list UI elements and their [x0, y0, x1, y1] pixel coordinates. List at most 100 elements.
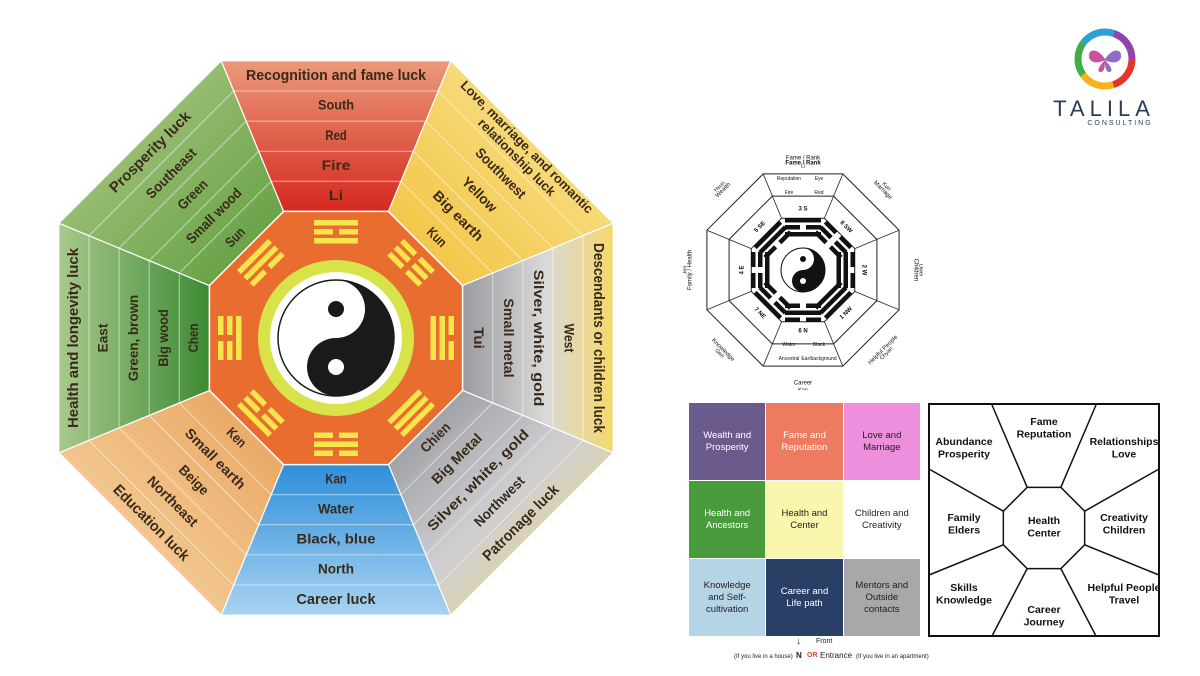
band-divider [425, 120, 554, 249]
grid-cell-3: Health and Ancestors [687, 480, 767, 559]
footer-or: OR [807, 652, 818, 659]
footer-front: Front [816, 638, 833, 645]
grid-cell-label: Career and Life path [780, 585, 829, 609]
grid-cell-label: Mentors and Outside contacts [855, 579, 909, 615]
small-sub-top: Fame / Rank [785, 161, 821, 167]
small-num-left: 4 E [740, 265, 746, 274]
oct-map-frame [928, 403, 1160, 637]
small-num-top_left: 5 SE [754, 221, 767, 234]
footer-entrance: Entrance [820, 651, 853, 660]
small-d-bottom: Black [813, 342, 826, 348]
big-label-left-0: Health and longevity luck [65, 247, 82, 428]
big-label-left-1: East [95, 323, 111, 352]
big-label-top-1: South [318, 97, 354, 113]
oct-map-spoke [1060, 568, 1097, 637]
footer-apartment: (If you live in an apartment) [856, 654, 929, 660]
grid-cell-7: Career and Life path [765, 558, 844, 637]
footer-house: (If you live in a house) [734, 654, 793, 660]
footer-arrow-icon: ↓ [796, 636, 801, 647]
band-divider [425, 427, 554, 556]
logo-name: TALILA [1053, 96, 1155, 121]
band-divider [88, 439, 235, 586]
small-trigram-right [836, 252, 855, 288]
small-title-bottom_right: Helpful People [867, 334, 899, 366]
small-sub-top_right: Kun [881, 181, 892, 192]
small-b-bottom: Ear/background [801, 356, 837, 362]
big-label-left-4: Chen [185, 324, 201, 353]
band-divider [148, 150, 259, 261]
big-label-top-2: Red [325, 127, 347, 143]
grid-cell-label: Fame and Reputation [781, 429, 828, 453]
big-label-bottom-2: Black, blue [296, 531, 375, 547]
grid-footer: ↓ Front (If you live in a house) N OR En… [690, 636, 930, 664]
big-label-top-4: Li [329, 187, 343, 203]
band-divider [88, 90, 235, 237]
small-sub-top: Li [801, 163, 805, 169]
small-sub-left: Jen [683, 266, 688, 275]
small-a-top: Reputation [777, 176, 801, 182]
small-sub-right: Dwei [918, 264, 923, 276]
small-num-bottom_left: 7 NE [753, 307, 767, 321]
oct-map-spoke [1060, 404, 1097, 488]
big-label-right-2: Silver, white, gold [531, 270, 547, 407]
small-num-bottom_right: 1 NW [839, 306, 854, 321]
small-num-bottom: 6 N [798, 329, 807, 335]
band-divider [437, 90, 584, 237]
trigram-bottom_right [387, 389, 435, 437]
small-num-top: 3 S [798, 207, 807, 213]
band-divider [178, 402, 272, 496]
band-divider [178, 180, 272, 274]
oct-map-spoke [1084, 468, 1160, 512]
big-label-right-4: Tui [471, 327, 487, 349]
oct-map-spoke [928, 544, 1004, 576]
small-num-right: 2 W [860, 265, 866, 276]
trigram-right [430, 316, 454, 360]
butterfly-icon [1074, 28, 1136, 90]
small-trigram-top_left [753, 220, 793, 260]
big-label-right-3: Small metal [501, 298, 517, 377]
trigram-top_right [387, 239, 435, 287]
big-label-left-2: Green, brown [125, 295, 141, 381]
big-label-top-3: Fire [322, 157, 351, 173]
grid-cell-label: Children and Creativity [854, 507, 909, 531]
band-divider [400, 402, 494, 496]
trigram-bottom_left [237, 389, 285, 437]
band-divider [148, 415, 259, 526]
big-label-right-0: Descendants or children luck [590, 243, 607, 434]
small-title-left: Family / Health [688, 250, 694, 290]
big-label-bottom-3: Water [318, 500, 355, 516]
oct-map-spoke [1084, 544, 1160, 576]
grid-cell-5: Children and Creativity [842, 480, 921, 559]
band-divider [118, 427, 247, 556]
grid-cell-label: Health and Ancestors [704, 507, 751, 531]
small-trigram-bottom_right [813, 280, 853, 320]
footer-n: N [796, 651, 802, 660]
grid-cell-2: Love and Marriage [842, 402, 921, 481]
trigram-top_left [237, 239, 285, 287]
small-c-top: Fire [785, 190, 794, 196]
small-sub-bottom: Kan [798, 387, 808, 390]
oct-map-spoke [928, 468, 1004, 512]
grid-cell-label: Love and Marriage [862, 429, 902, 453]
band-divider [400, 180, 494, 274]
band-divider [413, 415, 524, 526]
big-label-left-3: Big wood [155, 309, 171, 367]
oct-map-spoke [991, 404, 1028, 488]
small-trigram-top_right [813, 220, 853, 260]
big-label-right-1: West [561, 324, 577, 353]
band-divider [118, 120, 247, 249]
oct-map-spoke [991, 568, 1028, 637]
small-a-bottom: Ancestral [779, 356, 800, 362]
